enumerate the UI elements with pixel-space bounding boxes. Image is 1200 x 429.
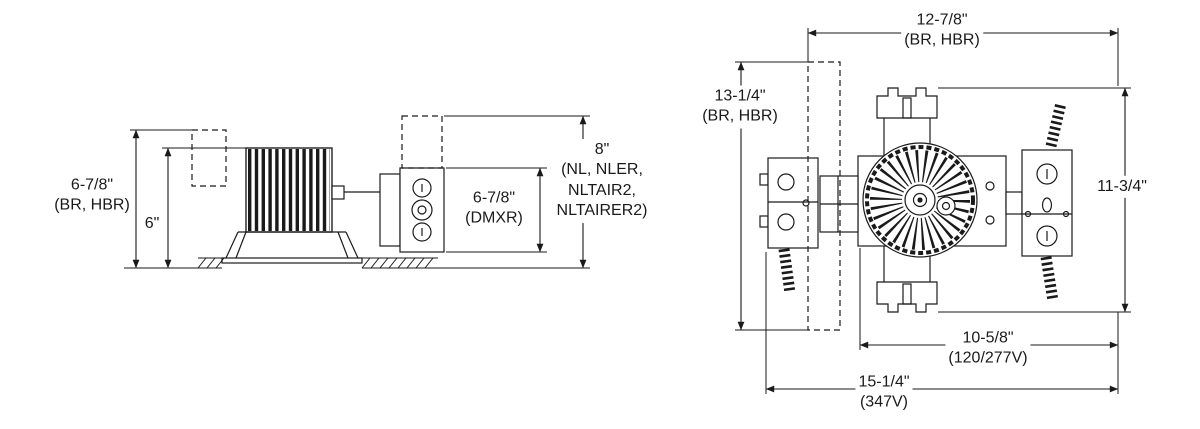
flex-conduit-right-bottom bbox=[1040, 256, 1059, 302]
pan-screw-top bbox=[985, 181, 995, 191]
sensor-port bbox=[936, 196, 956, 216]
dim-label-top-right-height: 11-3/4" bbox=[1094, 175, 1150, 199]
heatsink-side bbox=[245, 147, 333, 233]
hanger-bracket-bottom bbox=[876, 246, 938, 313]
ceiling-hatch bbox=[197, 257, 438, 269]
trim-cone bbox=[221, 231, 363, 264]
heatsink-radial-fins bbox=[870, 150, 970, 250]
dashed-housing-outline-side-left bbox=[191, 129, 227, 187]
flex-conduit-left-bottom bbox=[778, 248, 796, 294]
junction-box-top bbox=[1005, 149, 1073, 257]
dim-variant: NLTAIR2, bbox=[568, 182, 636, 199]
knockout-middle bbox=[411, 199, 433, 221]
top-view bbox=[735, 28, 1131, 394]
dim-value: 10-5/8" bbox=[962, 329, 1014, 347]
dim-label-top-left-height: 13-1/4" (BR, HBR) bbox=[699, 85, 781, 129]
dim-value: 11-3/4" bbox=[1097, 177, 1147, 195]
mounting-bracket-side bbox=[331, 185, 380, 200]
dim-value: 6" bbox=[144, 214, 160, 232]
dim-label-side-inner-height: 6" bbox=[141, 212, 163, 236]
driver-mounting-bracket bbox=[819, 175, 859, 233]
dim-value: 13-1/4" bbox=[714, 87, 766, 105]
dim-label-width-347: 15-1/4" (347V) bbox=[855, 371, 913, 415]
side-extension-lines bbox=[124, 115, 590, 269]
dashed-housing-outline-top bbox=[807, 61, 841, 331]
dim-variant: (120/277V) bbox=[948, 350, 1028, 367]
dim-value: 6-7/8" bbox=[472, 189, 516, 207]
pan-screw-bottom bbox=[985, 215, 995, 225]
dim-variant: (BR, HBR) bbox=[904, 32, 980, 49]
dim-variant: (NL, NLER, bbox=[561, 161, 643, 179]
dim-variant: NLTAIRER2) bbox=[556, 202, 648, 220]
dim-variant: (DMXR) bbox=[465, 210, 523, 227]
dim-variant: (BR, HBR) bbox=[702, 108, 778, 125]
knockout-top bbox=[412, 178, 432, 198]
dim-label-width-120-277: 10-5/8" (120/277V) bbox=[945, 327, 1031, 371]
driver-box-top bbox=[759, 157, 819, 249]
knockout-bottom bbox=[412, 222, 432, 242]
dim-value: 8" bbox=[594, 141, 610, 159]
heatsink-fan-top bbox=[862, 142, 978, 258]
heatsink-outer-ring bbox=[865, 145, 975, 255]
dim-value: 6-7/8" bbox=[70, 176, 114, 194]
dashed-housing-outline-side-right bbox=[401, 115, 443, 169]
dim-value: 15-1/4" bbox=[858, 373, 910, 391]
junction-box-side bbox=[379, 167, 445, 253]
dim-label-side-nl-height: 8" (NL, NLER, NLTAIR2, NLTAIRER2) bbox=[553, 139, 651, 223]
dim-value: 12-7/8" bbox=[916, 11, 968, 29]
side-view bbox=[124, 115, 590, 269]
dim-variant: (347V) bbox=[859, 394, 909, 411]
flex-conduits bbox=[778, 101, 1067, 302]
hanger-bracket-top bbox=[876, 87, 938, 156]
dim-label-side-overall-height: 6-7/8" (BR, HBR) bbox=[51, 174, 133, 218]
dim-label-top-width: 12-7/8" (BR, HBR) bbox=[901, 9, 983, 53]
flex-conduit-right-top bbox=[1045, 101, 1067, 148]
dim-variant: (BR, HBR) bbox=[54, 197, 130, 214]
top-extension-lines bbox=[735, 28, 1131, 394]
dim-label-side-dmxr: 6-7/8" (DMXR) bbox=[462, 187, 526, 231]
